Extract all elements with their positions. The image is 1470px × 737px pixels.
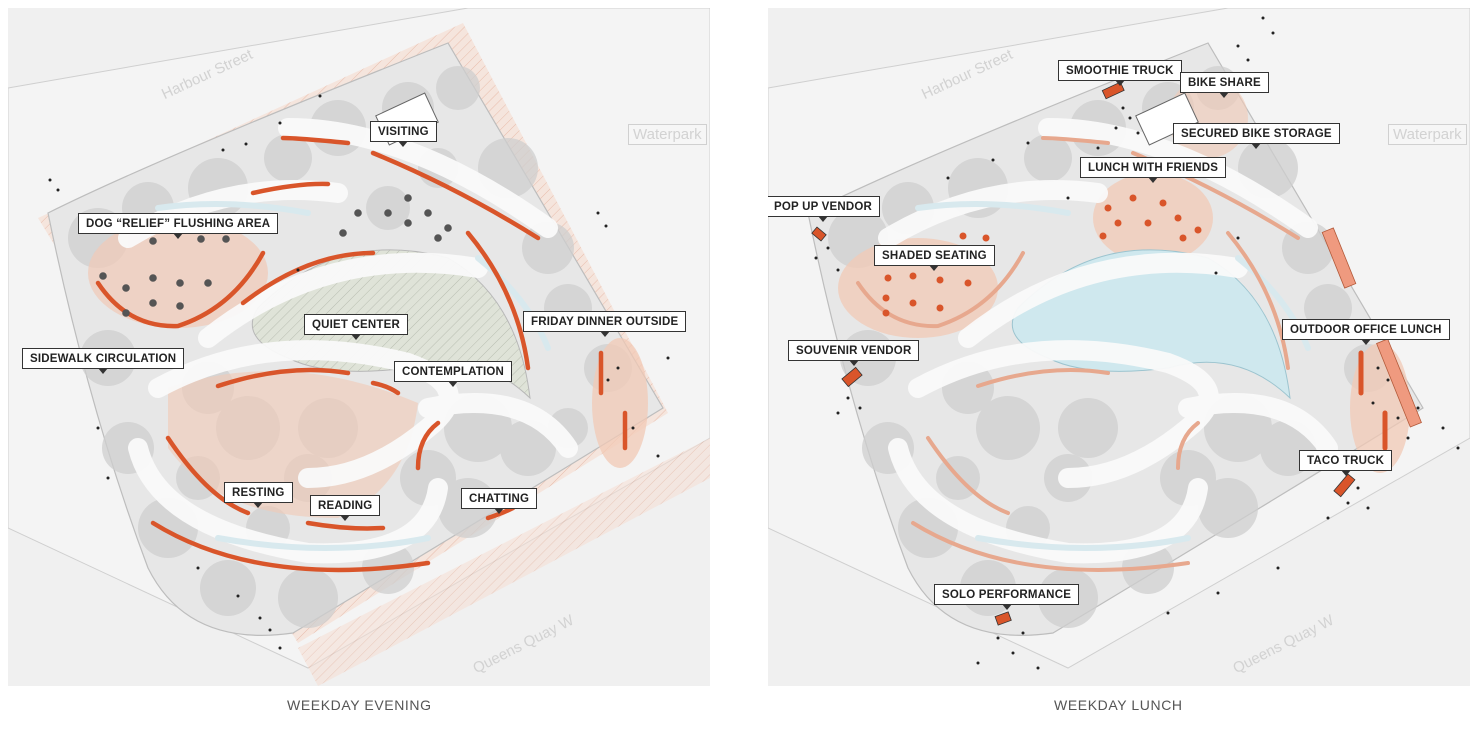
seating-clusters-evening [99,194,452,317]
label-bike-share: BIKE SHARE [1180,72,1269,98]
people-dots-evening [48,94,670,650]
label-sidewalk-circulation: SIDEWALK CIRCULATION [22,348,185,374]
seating-clusters-lunch [882,194,1202,317]
site-plan-lunch [768,8,1470,686]
street-label-waterpark-lunch: Waterpark [1388,124,1467,145]
label-visiting: VISITING [370,121,437,147]
label-taco-truck: TACO TRUCK [1299,450,1393,476]
label-chatting: CHATTING [461,488,538,514]
label-dog-relief: DOG “RELIEF” FLUSHING AREA [78,213,279,239]
label-reading: READING [310,495,381,521]
label-souvenir-vendor: SOUVENIR VENDOR [788,340,920,366]
activity-zones-evening [88,218,648,518]
caption-weekday-evening: WEEKDAY EVENING [287,697,432,713]
street-label-waterpark: Waterpark [628,124,707,145]
map-panel-weekday-evening: Harbour Street Waterpark Queens Quay W V… [8,8,710,686]
benches-lunch [856,136,1300,572]
map-panel-weekday-lunch: Harbour Street Waterpark Queens Quay W S… [768,8,1470,686]
label-smoothie-truck: SMOOTHIE TRUCK [1058,60,1182,86]
site-plan-evening [8,8,710,686]
label-contemplation: CONTEMPLATION [394,361,513,387]
label-resting: RESTING [224,482,293,508]
label-pop-up-vendor: POP UP VENDOR [768,196,881,222]
label-friday-dinner: FRIDAY DINNER OUTSIDE [523,311,687,337]
label-outdoor-office-lunch: OUTDOOR OFFICE LUNCH [1282,319,1450,345]
label-solo-performance: SOLO PERFORMANCE [934,584,1080,610]
label-shaded-seating: SHADED SEATING [874,245,995,271]
label-lunch-with-friends: LUNCH WITH FRIENDS [1080,157,1227,183]
sidewalk-hatch-south [298,438,710,686]
label-secured-bike-storage: SECURED BIKE STORAGE [1173,123,1340,149]
paths-lunch [878,118,1338,564]
water-channel-evening [155,201,551,551]
benches-evening [95,135,628,573]
tent-strip [1321,227,1422,428]
caption-weekday-lunch: WEEKDAY LUNCH [1054,697,1183,713]
trees-evening [68,66,632,628]
office-lunch-tables [1358,350,1388,451]
label-quiet-center: QUIET CENTER [304,314,409,340]
food-trucks [811,81,1356,626]
